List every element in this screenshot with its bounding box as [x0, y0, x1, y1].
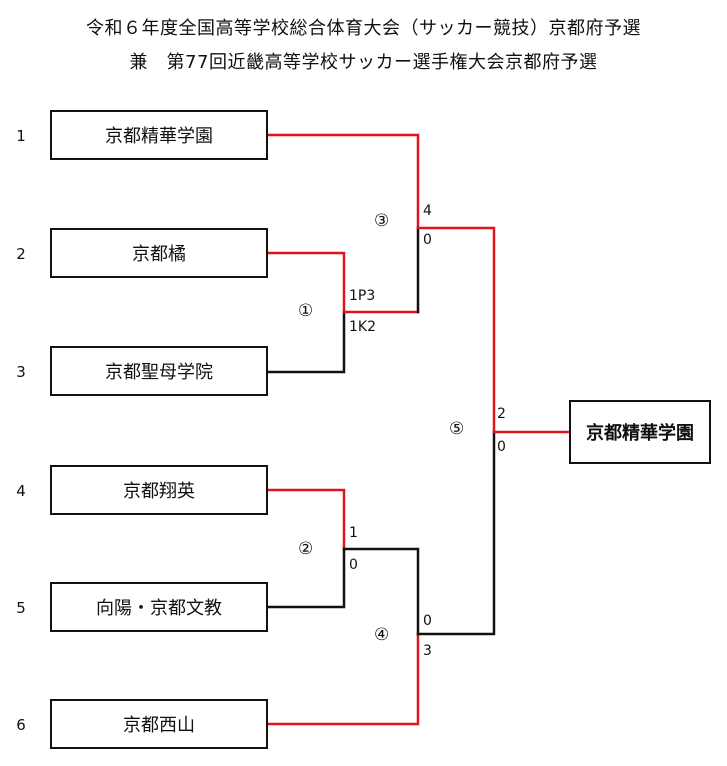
- seed-number: 3: [16, 363, 26, 381]
- line-team3: [266, 310, 346, 374]
- team-box: 京都精華学園: [50, 110, 268, 160]
- line-m3-winner: [416, 226, 496, 434]
- line-team5: [266, 547, 346, 609]
- team-name: 京都聖母学院: [105, 362, 213, 383]
- match-score-top: 2: [497, 406, 506, 422]
- team-name: 京都橘: [132, 244, 186, 265]
- line-team4: [266, 488, 346, 551]
- seed-number: 2: [16, 245, 26, 263]
- team-box: 向陽・京都文教: [50, 582, 268, 632]
- team-name: 京都西山: [123, 715, 195, 736]
- match-score-bottom: 0: [349, 557, 358, 573]
- match-label: ③: [374, 211, 390, 231]
- champion-box: 京都精華学園: [569, 400, 711, 464]
- match-score-top: 1P3: [349, 288, 376, 304]
- line-m2-winner: [342, 547, 420, 636]
- seed-number: 4: [16, 482, 26, 500]
- seed-number: 5: [16, 599, 26, 617]
- match-score-bottom: 3: [423, 643, 432, 659]
- line-team2: [266, 251, 346, 314]
- line-team1: [266, 133, 420, 230]
- line-team6: [266, 632, 420, 726]
- match-label: ⑤: [449, 419, 465, 439]
- team-box: 京都翔英: [50, 465, 268, 515]
- team-name: 京都精華学園: [105, 126, 213, 147]
- team-name: 向陽・京都文教: [96, 598, 222, 619]
- seed-number: 6: [16, 716, 26, 734]
- team-name: 京都翔英: [123, 481, 195, 502]
- line-m4-winner: [416, 430, 496, 636]
- tournament-subtitle: 兼 第77回近畿高等学校サッカー選手権大会京都府予選: [129, 52, 598, 73]
- match-label: ④: [374, 625, 390, 645]
- match-label: ①: [298, 301, 314, 321]
- team-box: 京都橘: [50, 228, 268, 278]
- team-box: 京都西山: [50, 699, 268, 749]
- match-score-bottom: 0: [423, 232, 432, 248]
- seed-number: 1: [16, 127, 26, 145]
- match-score-top: 0: [423, 613, 432, 629]
- match-label: ②: [298, 539, 314, 559]
- match-score-top: 4: [423, 203, 432, 219]
- match-score-bottom: 0: [497, 439, 506, 455]
- tournament-title: 令和６年度全国高等学校総合体育大会（サッカー競技）京都府予選: [86, 18, 641, 39]
- team-box: 京都聖母学院: [50, 346, 268, 396]
- champion-name: 京都精華学園: [586, 423, 694, 444]
- match-score-top: 1: [349, 525, 358, 541]
- match-score-bottom: 1K2: [349, 319, 376, 335]
